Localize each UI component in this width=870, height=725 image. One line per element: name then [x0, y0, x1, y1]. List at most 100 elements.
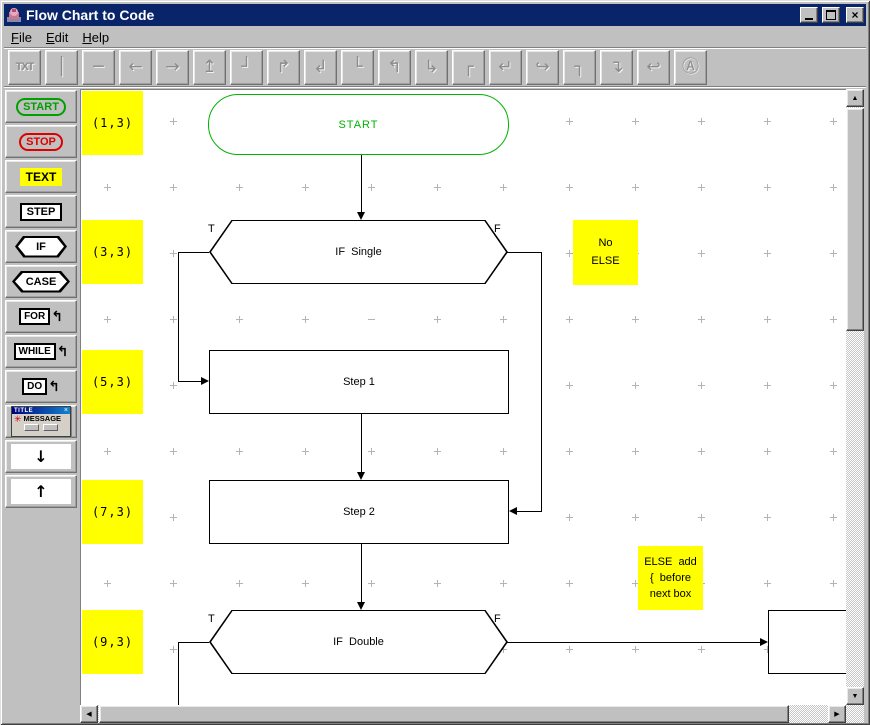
coordinate-label[interactable]: (1,3) — [82, 91, 143, 155]
while-shape-icon: WHILE↰ — [13, 343, 68, 360]
grid-plus-mark — [170, 118, 177, 125]
menu-help[interactable]: Help — [82, 30, 110, 45]
connector-line — [178, 642, 209, 643]
icon-glyph: ↴ — [609, 57, 624, 77]
grid-plus-mark — [104, 580, 111, 587]
mini-button — [24, 424, 39, 431]
coordinate-label[interactable]: (3,3) — [82, 220, 143, 284]
scroll-down-button[interactable]: ▼ — [846, 687, 864, 705]
palette-arrow-down-button[interactable]: ↓ — [5, 440, 77, 473]
coordinate-label[interactable]: (9,3) — [82, 610, 143, 674]
arrow-right-icon[interactable]: → — [156, 50, 189, 85]
palette-step-button[interactable]: STEP — [5, 195, 77, 228]
grid-plus-mark — [368, 580, 375, 587]
circled-a-icon[interactable]: Ⓐ — [674, 50, 707, 85]
icon-glyph: ↵ — [498, 57, 513, 77]
grid-plus-mark — [632, 316, 639, 323]
palette-case-button[interactable]: CASE — [5, 265, 77, 298]
arrow-right-then-down-icon[interactable]: ↴ — [600, 50, 633, 85]
title-bar: Flow Chart to Code × — [4, 4, 866, 26]
scroll-left-button[interactable]: ◀ — [80, 705, 98, 723]
coordinate-label[interactable]: (5,3) — [82, 350, 143, 414]
corner-top-left-icon[interactable]: ┌ — [452, 50, 485, 85]
text-tool-icon[interactable]: TXT — [8, 50, 41, 85]
grid-plus-mark — [698, 250, 705, 257]
arrowhead-down — [357, 212, 365, 220]
grid-plus-mark — [764, 250, 771, 257]
app-icon — [7, 8, 21, 22]
grid-plus-mark — [302, 316, 309, 323]
arrow-left-icon[interactable]: ← — [119, 50, 152, 85]
palette-if-button[interactable]: IF — [5, 230, 77, 263]
grid-plus-mark — [500, 646, 507, 653]
flowchart-canvas[interactable]: (1,3) (3,3) (5,3) (7,3) (9,3) START IF S… — [80, 89, 846, 705]
node-step2[interactable]: Step 2 — [209, 480, 509, 544]
corner-bottom-left-icon[interactable]: └ — [341, 50, 374, 85]
do-label: DO — [22, 378, 48, 395]
corner-bottom-right-icon[interactable]: ┘ — [230, 50, 263, 85]
hexagon-fill — [18, 237, 64, 256]
palette-while-button[interactable]: WHILE↰ — [5, 335, 77, 368]
grid-plus-mark — [698, 448, 705, 455]
icon-glyph: ┐ — [574, 57, 585, 77]
connector-line — [178, 381, 201, 382]
connector-line — [507, 642, 760, 643]
loop-arrow-icon: ↰ — [48, 378, 60, 395]
node-step1[interactable]: Step 1 — [209, 350, 509, 414]
grid-plus-mark — [764, 118, 771, 125]
arrow-turn-down-right-icon[interactable]: ↳ — [415, 50, 448, 85]
arrow-hook-right-icon[interactable]: ↪ — [526, 50, 559, 85]
coordinate-label[interactable]: (7,3) — [82, 480, 143, 544]
palette-stop-button[interactable]: STOP — [5, 125, 77, 158]
arrow-enter-down-icon[interactable]: ↵ — [489, 50, 522, 85]
line-vertical-icon[interactable]: │ — [45, 50, 78, 85]
minimize-button[interactable] — [800, 7, 818, 23]
arrow-turn-up-left-icon[interactable]: ↰ — [378, 50, 411, 85]
palette-message-button[interactable]: TITLE × ✳ MESSAGE — [5, 405, 77, 438]
horizontal-scrollbar[interactable]: ◀ ▶ — [80, 705, 846, 723]
grid-plus-mark — [632, 646, 639, 653]
grid-plus-mark — [830, 250, 837, 257]
note-line: next box — [649, 587, 692, 600]
grid-plus-mark — [170, 646, 177, 653]
palette-start-button[interactable]: START — [5, 90, 77, 123]
grid-plus-mark — [830, 514, 837, 521]
grid-plus-mark — [566, 448, 573, 455]
grid-plus-mark — [830, 382, 837, 389]
error-star-icon: ✳ — [14, 414, 22, 424]
vertical-scrollbar[interactable]: ▲ ▼ — [846, 89, 864, 705]
line-horizontal-icon[interactable]: ─ — [82, 50, 115, 85]
hexagon-fill — [15, 272, 67, 291]
grid-plus-mark — [632, 514, 639, 521]
icon-glyph: ↰ — [387, 57, 402, 77]
node-if-double[interactable]: IF Double — [209, 610, 508, 674]
grid-plus-mark — [302, 184, 309, 191]
close-button[interactable]: × — [846, 7, 864, 23]
scroll-right-button[interactable]: ▶ — [828, 705, 846, 723]
palette-text-button[interactable]: TEXT — [5, 160, 77, 193]
note-no-else[interactable]: No ELSE — [573, 220, 638, 285]
palette-do-button[interactable]: DO↰ — [5, 370, 77, 403]
grid-plus-mark — [236, 316, 243, 323]
node-start[interactable]: START — [208, 94, 509, 155]
corner-top-right-icon[interactable]: ┐ — [563, 50, 596, 85]
scroll-up-button[interactable]: ▲ — [846, 89, 864, 107]
icon-glyph: └ — [352, 57, 363, 77]
arrow-up-branch-icon[interactable]: ↥ — [193, 50, 226, 85]
vertical-scroll-thumb[interactable] — [846, 108, 864, 331]
node-if-single[interactable]: IF Single — [209, 220, 508, 284]
grid-plus-mark — [764, 448, 771, 455]
palette-arrow-up-button[interactable]: ↑ — [5, 475, 77, 508]
maximize-button[interactable] — [822, 7, 840, 23]
arrow-enter-down-left-icon[interactable]: ↲ — [304, 50, 337, 85]
note-else-add[interactable]: ELSE add { before next box — [638, 546, 703, 610]
menu-edit[interactable]: Edit — [45, 30, 69, 45]
arrow-turn-up-right-icon[interactable]: ↱ — [267, 50, 300, 85]
arrowhead-down — [357, 602, 365, 610]
arrowhead-left — [509, 507, 517, 515]
node-offscreen-box[interactable] — [768, 610, 846, 674]
arrow-hook-left-icon[interactable]: ↩ — [637, 50, 670, 85]
palette-for-button[interactable]: FOR↰ — [5, 300, 77, 333]
horizontal-scroll-thumb[interactable] — [99, 705, 789, 723]
menu-file[interactable]: File — [11, 30, 32, 45]
